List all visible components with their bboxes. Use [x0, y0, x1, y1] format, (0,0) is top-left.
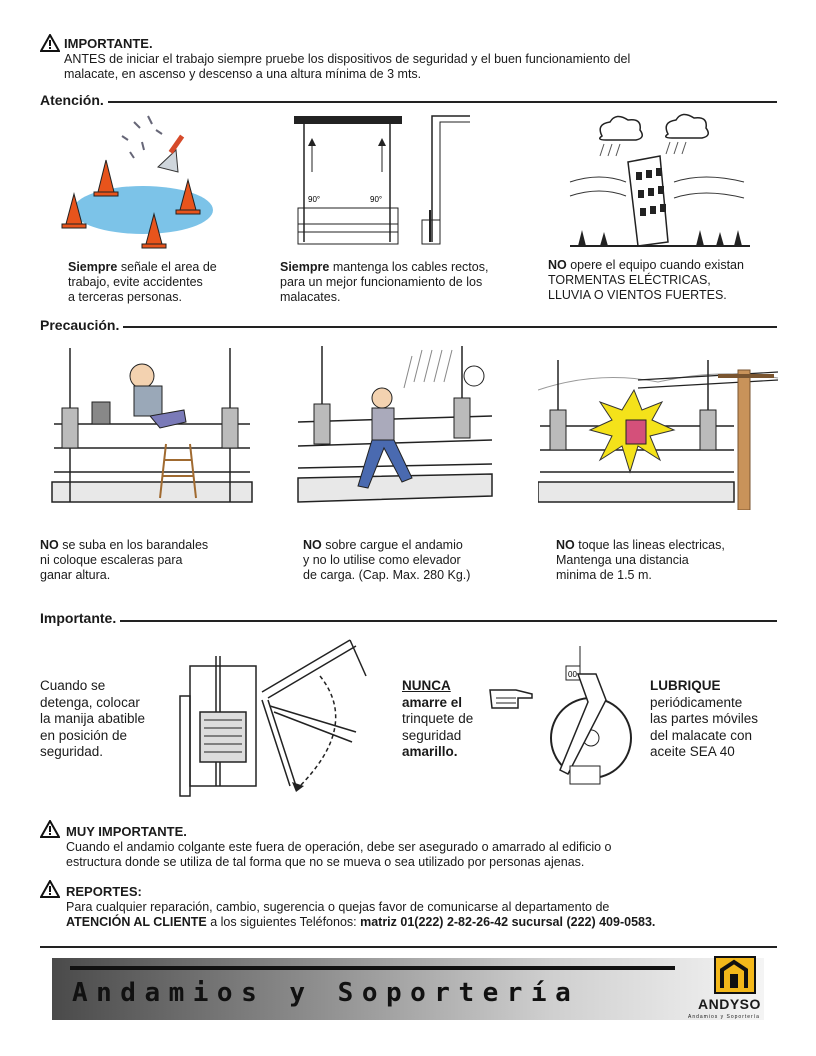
reportes-line1: Para cualquier reparación, cambio, suger… — [66, 900, 610, 914]
logo-name: ANDYSO — [698, 996, 761, 1012]
precaucion-caption-2: NO sobre cargue el andamio y no lo utili… — [303, 538, 471, 582]
cables-illustration: 90° 90° — [294, 115, 470, 245]
scaffold-overload-illustration — [297, 346, 493, 503]
winch-handle-illustration — [179, 639, 367, 797]
cones-illustration — [61, 115, 213, 249]
warning-icon — [40, 820, 60, 838]
important-line1: ANTES de iniciar el trabajo siempre prue… — [64, 52, 631, 66]
warning-icon — [40, 34, 60, 52]
reportes-title: REPORTES: — [66, 884, 142, 899]
storm-illustration — [569, 113, 750, 247]
muy-importante-title: MUY IMPORTANTE. — [66, 824, 187, 839]
atencion-caption-2: Siempre mantenga los cables rectos, para… — [280, 260, 489, 304]
section-title-atencion: Atención. — [40, 92, 108, 108]
section-divider — [40, 326, 777, 328]
footer-tagline: Andamios y Soportería — [72, 978, 580, 1008]
footer-bar — [70, 966, 675, 970]
section-divider — [40, 620, 777, 622]
scaffold-climber-illustration — [51, 348, 253, 503]
pointing-hand-icon — [489, 689, 533, 709]
warning-icon — [40, 880, 60, 898]
angle-label-left: 90° — [308, 195, 320, 204]
important-title: IMPORTANTE. — [64, 36, 153, 51]
section-title-precaucion: Precaución. — [40, 317, 124, 333]
muy-importante-line2: estructura donde se utiliza de tal forma… — [66, 855, 585, 869]
logo-mark-icon — [714, 956, 756, 994]
muy-importante-line1: Cuando el andamio colgante este fuera de… — [66, 840, 612, 854]
section-divider — [40, 946, 777, 948]
precaucion-caption-3: NO toque las lineas electricas, Mantenga… — [556, 538, 725, 582]
section-divider — [40, 101, 777, 103]
precaucion-caption-1: NO se suba en los barandales ni coloque … — [40, 538, 209, 582]
atencion-caption-1: Siempre señale el area de trabajo, evite… — [68, 260, 217, 304]
atencion-caption-3: NO opere el equipo cuando existan TORMEN… — [548, 258, 744, 302]
svg-text:00: 00 — [568, 670, 577, 679]
scaffold-powerline-illustration — [538, 360, 779, 510]
important-line2: malacate, en ascenso y descenso a una al… — [64, 67, 422, 81]
section-title-importante: Importante. — [40, 610, 121, 626]
ratchet-illustration: 00 — [550, 646, 632, 785]
andyso-logo: ANDYSO Andamios y Soportería — [688, 956, 780, 1022]
logo-subtitle: Andamios y Soportería — [688, 1014, 760, 1020]
phone-numbers: matriz 01(222) 2-82-26-42 sucursal (222)… — [360, 915, 656, 929]
reportes-line2: ATENCIÓN AL CLIENTE a los siguientes Tel… — [66, 915, 656, 929]
angle-label-right: 90° — [370, 195, 382, 204]
